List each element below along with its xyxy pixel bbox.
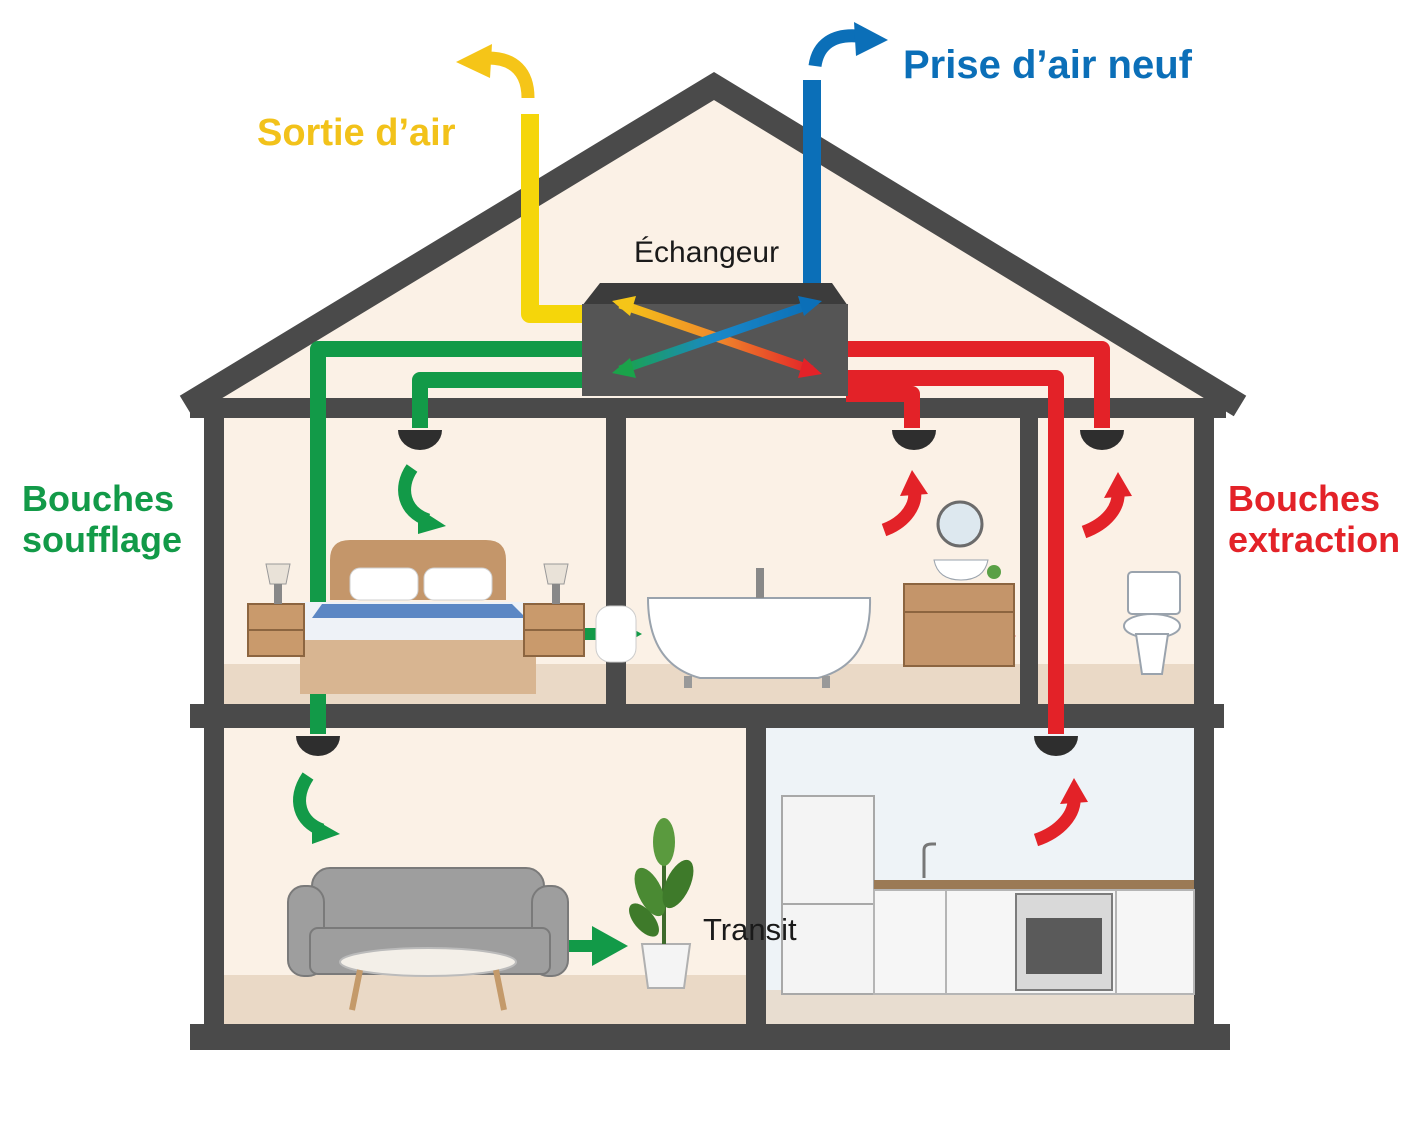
toilet-icon [1123,571,1181,675]
extract-flow-arrows [881,470,1132,847]
lamp-icon [265,563,569,604]
vent-icon [296,430,1124,756]
nightstand-icon [247,603,585,657]
supply-flow-arrows [293,464,446,844]
attic [179,71,1247,417]
transit-label: Transit [703,912,797,947]
outlet-duct [521,114,592,323]
supply-vents-label: Bouches soufflage [22,478,182,561]
vanity-icon [903,559,1015,667]
coffee-table-icon [339,947,517,1011]
air-outlet-label: Sortie d’air [257,112,456,154]
intake-curved-arrow [808,22,888,68]
mirror-icon [936,500,984,548]
oven-icon [1015,893,1113,991]
plant-icon [629,818,694,989]
extract-ducts [846,341,1110,734]
fresh-air-intake-label: Prise d’air neuf [903,43,1192,87]
transit-grille-icon [595,605,637,663]
extract-vents-label-line2: extraction [1228,519,1401,561]
bed-icon [300,540,536,694]
sofa-icon [287,867,569,977]
supply-vents-label-line2: soufflage [22,519,183,561]
outlet-curved-arrow [456,44,535,99]
extract-vents-label-line1: Bouches [1228,478,1381,519]
heat-exchanger [582,283,848,396]
fridge-icon [781,795,875,995]
bathtub-icon [646,568,872,688]
exchanger-label: Échangeur [634,236,780,269]
extract-vents-label: Bouches extraction [1228,478,1400,561]
supply-vents-label-line1: Bouches [22,478,175,519]
